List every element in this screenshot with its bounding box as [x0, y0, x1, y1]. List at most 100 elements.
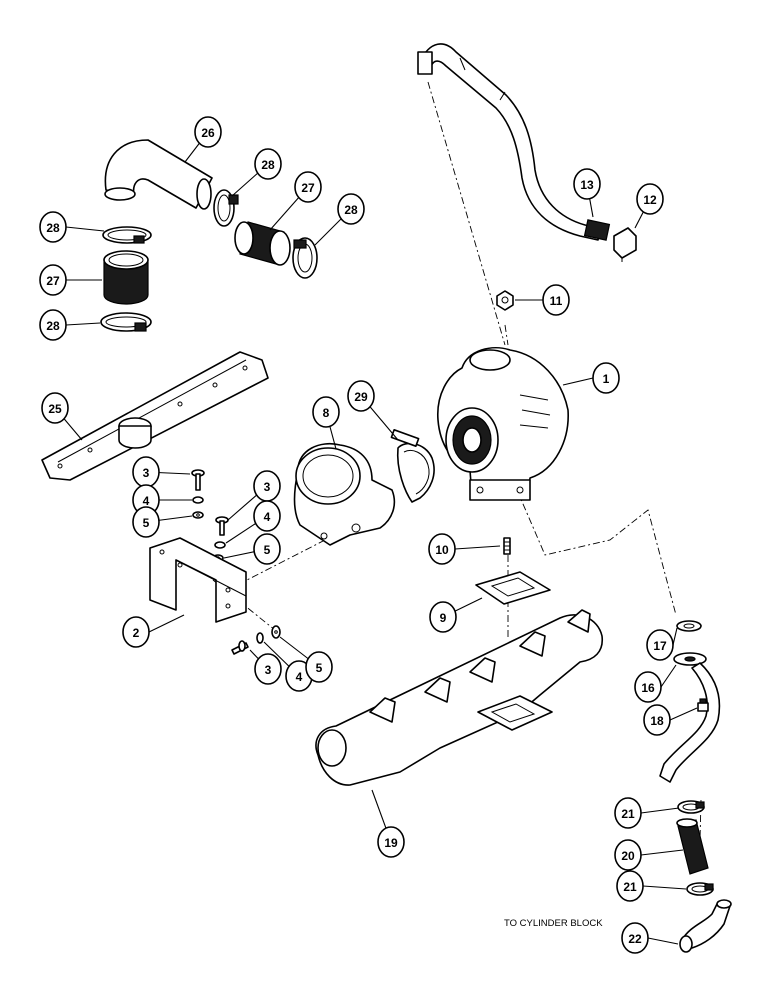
callout-circle [621, 922, 649, 954]
callout-c5a: 5 [132, 506, 160, 538]
callout-circle [377, 826, 405, 858]
callout-label: 2 [133, 626, 140, 640]
bolt-3-b [215, 516, 229, 536]
callout-c5c: 5 [305, 651, 333, 683]
callout-circle [337, 193, 365, 225]
callout-label: 5 [264, 543, 271, 557]
callout-c17: 17 [646, 629, 674, 661]
hose-clamp-28-c [292, 237, 318, 279]
bracket-2 [149, 537, 247, 623]
callout-c3c: 3 [254, 653, 282, 685]
washer-5-a [192, 511, 204, 519]
callout-c28a: 28 [39, 211, 67, 243]
callout-label: 8 [323, 406, 330, 420]
callout-label: 28 [46, 319, 60, 333]
callout-c9: 9 [429, 601, 457, 633]
note-to-cylinder-block: TO CYLINDER BLOCK [504, 918, 603, 929]
oil-supply-line-13 [417, 43, 611, 241]
callout-label: 1 [603, 372, 610, 386]
callout-c13: 13 [573, 168, 601, 200]
callout-label: 20 [621, 849, 635, 863]
callout-c4b: 4 [253, 500, 281, 532]
callout-c27b: 27 [294, 171, 322, 203]
callout-label: 17 [653, 639, 667, 653]
callout-label: 3 [143, 466, 150, 480]
callout-circle [41, 392, 69, 424]
callout-circle [39, 211, 67, 243]
callout-c25: 25 [41, 392, 69, 424]
callout-label: 21 [621, 807, 635, 821]
elbow-hose-22 [679, 899, 732, 953]
callout-label: 5 [316, 661, 323, 675]
callout-c21b: 21 [616, 870, 644, 902]
callout-c2: 2 [122, 616, 150, 648]
callout-circle [254, 653, 282, 685]
callout-circle [636, 183, 664, 215]
hose-27-horizontal [234, 221, 291, 266]
callout-c20: 20 [614, 839, 642, 871]
washer-4-a [192, 496, 204, 504]
callout-c11: 11 [542, 284, 570, 316]
callout-circle [592, 362, 620, 394]
hose-clamp-28-d [100, 312, 152, 332]
exhaust-manifold-19 [315, 609, 604, 786]
callout-label: 4 [296, 670, 303, 684]
bolt-3-a [191, 469, 205, 491]
washer-5-c [271, 625, 281, 639]
hose-clamp-28-b [213, 189, 239, 227]
callout-c5b: 5 [253, 533, 281, 565]
turbocharger-1 [437, 346, 569, 501]
callout-c19: 19 [377, 826, 405, 858]
callout-circle [429, 601, 457, 633]
cap-12 [613, 227, 637, 262]
callout-label: 13 [580, 178, 594, 192]
callout-c27a: 27 [39, 264, 67, 296]
callout-label: 3 [265, 663, 272, 677]
callout-label: 12 [643, 193, 657, 207]
callout-c29: 29 [347, 380, 375, 412]
callout-label: 25 [48, 402, 62, 416]
callout-circle [646, 629, 674, 661]
gasket-9 [475, 571, 551, 605]
callout-label: 28 [261, 158, 275, 172]
callout-label: 28 [46, 221, 60, 235]
callout-circle [634, 671, 662, 703]
stud-10 [503, 537, 511, 555]
callout-label: 9 [440, 611, 447, 625]
callout-circle [254, 148, 282, 180]
hose-clamp-21-b [686, 882, 714, 896]
callout-label: 3 [264, 480, 271, 494]
callout-circle [39, 264, 67, 296]
callout-circle [347, 380, 375, 412]
callout-c28d: 28 [39, 309, 67, 341]
callout-label: 28 [344, 203, 358, 217]
callout-label: 4 [143, 494, 150, 508]
washer-4-b [214, 541, 226, 549]
callout-circle [614, 839, 642, 871]
callout-c18: 18 [643, 704, 671, 736]
callout-c10: 10 [428, 533, 456, 565]
washer-4-c [256, 632, 264, 644]
callout-circle [39, 309, 67, 341]
callout-circle [542, 284, 570, 316]
callout-c21a: 21 [614, 797, 642, 829]
callout-label: 5 [143, 516, 150, 530]
elbow-adaptor-8 [293, 443, 396, 546]
callout-c28b: 28 [254, 148, 282, 180]
callout-label: 18 [650, 714, 664, 728]
callout-c12: 12 [636, 183, 664, 215]
callout-circle [616, 870, 644, 902]
callout-circle [643, 704, 671, 736]
callout-circle [194, 116, 222, 148]
callout-c16: 16 [634, 671, 662, 703]
callout-circle [294, 171, 322, 203]
hose-clamp-21-a [677, 800, 705, 814]
callout-circle [253, 500, 281, 532]
fitting-18 [697, 698, 709, 712]
hose-clamp-28-a [102, 226, 152, 244]
callout-c22: 22 [621, 922, 649, 954]
nut-11 [496, 290, 514, 311]
callout-circle [614, 797, 642, 829]
callout-label: 19 [384, 836, 398, 850]
